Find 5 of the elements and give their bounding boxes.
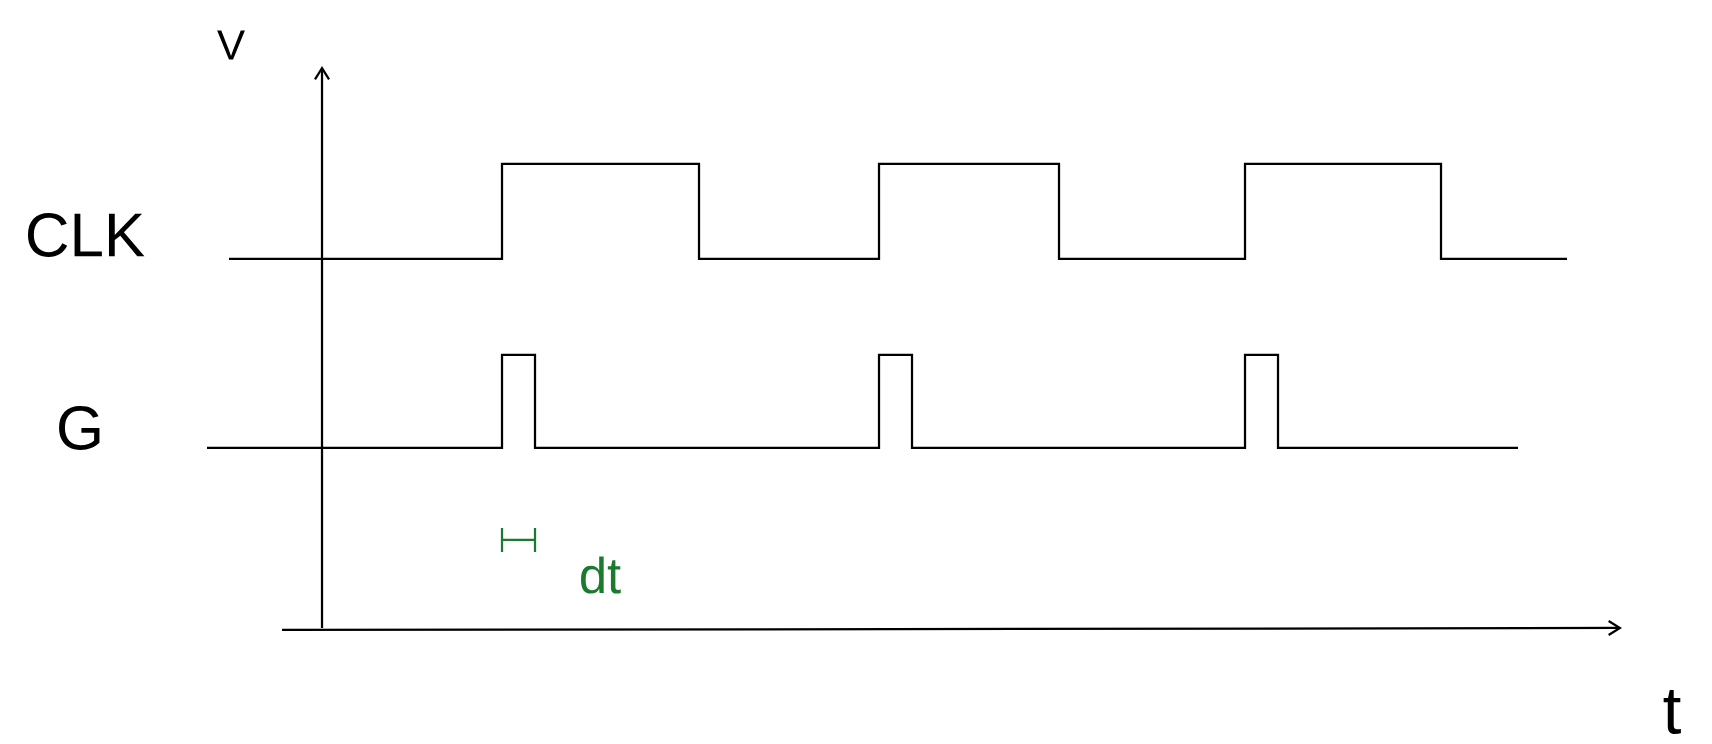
- axis-label: V: [217, 30, 245, 60]
- axis-label: t: [1663, 689, 1681, 735]
- axis-label: G: [59, 406, 100, 450]
- axis-label: CLK: [28, 213, 145, 257]
- axis-label: dt: [581, 556, 621, 594]
